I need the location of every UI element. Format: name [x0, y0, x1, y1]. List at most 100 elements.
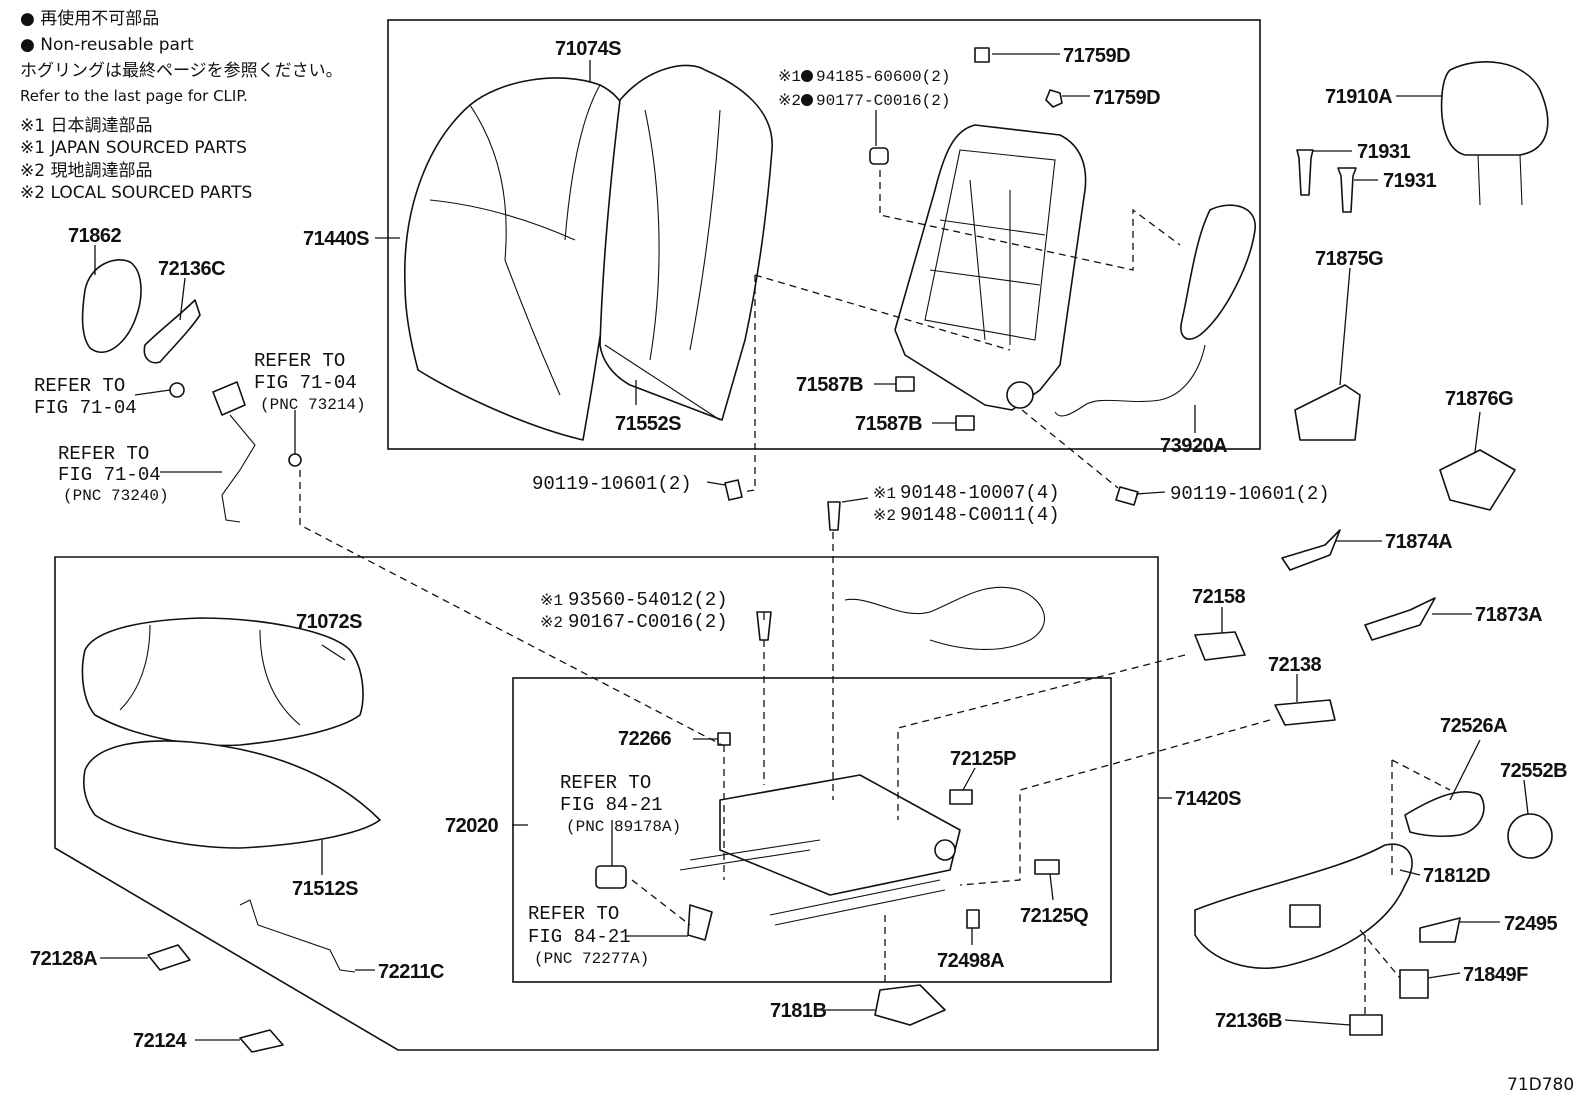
label-72526A: 72526A [1440, 715, 1507, 737]
refer-2-line-b: FIG 71-04 [254, 372, 357, 394]
cap-72552B [1507, 813, 1553, 859]
legend-line-5: ※1 日本調達部品 [20, 116, 152, 136]
label-93560-prefix: ※1 [540, 592, 563, 610]
label-71910A: 71910A [1325, 86, 1392, 108]
refer-3-line-c: (PNC 73240) [63, 487, 169, 505]
label-72128A: 72128A [30, 948, 97, 970]
seatback-pad-71552S [599, 64, 773, 421]
label-71587B-b: 71587B [855, 413, 922, 435]
part-72498A [966, 909, 980, 929]
part-72136B [1349, 1014, 1383, 1036]
seatbelt-buckle [169, 381, 302, 523]
label-72125P: 72125P [950, 748, 1016, 770]
legend-line-8: ※2 LOCAL SOURCED PARTS [20, 183, 252, 203]
refer-5-line-b: FIG 84-21 [528, 926, 631, 948]
refer-5-line-a: REFER TO [528, 903, 619, 925]
connector-89178A [595, 865, 627, 889]
label-72158: 72158 [1192, 586, 1245, 608]
label-71931-b: 71931 [1383, 170, 1436, 192]
bolt-90119-right [1115, 486, 1139, 506]
clip-71587B-lower [955, 415, 975, 431]
label-93560-54012: 93560-54012(2) [568, 589, 728, 611]
label-72020: 72020 [445, 815, 498, 837]
label-71874A: 71874A [1385, 531, 1452, 553]
part-71759D-upper [974, 47, 990, 63]
knob-72526A [1404, 791, 1485, 838]
seatback-assembly-box [387, 19, 1261, 450]
side-airbag-73920A [1054, 204, 1256, 417]
legend-line-2: ● Non-reusable part [20, 35, 194, 55]
part-72495 [1419, 917, 1461, 943]
nonreusable-dot-90177 [801, 94, 813, 106]
bolt-93560 [756, 611, 772, 641]
label-90148-10007: 90148-10007(4) [900, 482, 1060, 504]
refer-1-line-a: REFER TO [34, 375, 125, 397]
part-72138 [1274, 699, 1336, 726]
label-7181B: 7181B [770, 1000, 826, 1022]
part-71873A [1364, 597, 1436, 641]
label-90148c-prefix: ※2 [873, 507, 896, 525]
part-72158 [1194, 631, 1246, 661]
label-71072S: 71072S [296, 611, 362, 633]
label-71931-a: 71931 [1357, 141, 1410, 163]
leader-lines [94, 53, 1529, 1041]
label-71759D-b: 71759D [1093, 87, 1160, 109]
label-73920A: 73920A [1160, 435, 1227, 457]
label-71873A: 71873A [1475, 604, 1542, 626]
legend: ● 再使用不可部品 ● Non-reusable part ホグリングは最終ペー… [20, 8, 343, 203]
label-72552B: 72552B [1500, 760, 1567, 782]
legend-line-6: ※1 JAPAN SOURCED PARTS [20, 138, 247, 158]
label-72125Q: 72125Q [1020, 905, 1088, 927]
part-71874A [1281, 529, 1341, 571]
label-71759D-a: 71759D [1063, 45, 1130, 67]
label-71440S: 71440S [303, 228, 369, 250]
side-shield-opening [1289, 904, 1321, 928]
refer-4-line-c: (PNC 89178A) [566, 818, 681, 836]
wire-harness [844, 586, 1046, 651]
nonreusable-dot-94185 [801, 70, 813, 82]
part-72211C [239, 899, 356, 973]
label-72136B: 72136B [1215, 1010, 1282, 1032]
bolt-90148 [827, 501, 841, 531]
label-71876G: 71876G [1445, 388, 1513, 410]
part-71876G [1439, 449, 1516, 511]
label-94185-prefix: ※1 [778, 68, 801, 86]
part-labels: 71074S 71440S 71552S 71759D 71759D ※1 94… [30, 38, 1574, 1095]
label-71552S: 71552S [615, 413, 681, 435]
seat-adjuster-box [512, 677, 1112, 983]
headrest-guide-71931 [1296, 149, 1357, 213]
label-90119-left: 90119-10601(2) [532, 473, 692, 495]
label-90177-prefix: ※2 [778, 92, 801, 110]
part-72125Q [1034, 859, 1060, 875]
legend-line-3: ホグリングは最終ページを参照ください。 [20, 61, 343, 81]
part-71875G [1294, 384, 1361, 441]
refer-5-line-c: (PNC 72277A) [534, 950, 649, 968]
part-7181B [874, 984, 946, 1026]
label-71875G: 71875G [1315, 248, 1383, 270]
legend-line-4: Refer to the last page for CLIP. [20, 87, 248, 105]
cushion-assembly-box [54, 556, 1159, 1051]
part-71849F [1399, 969, 1429, 999]
part-72136C [143, 299, 201, 364]
label-90167-prefix: ※2 [540, 614, 563, 632]
part-72125P [949, 789, 973, 805]
label-72266: 72266 [618, 728, 671, 750]
refer-4-line-b: FIG 84-21 [560, 794, 663, 816]
label-72138: 72138 [1268, 654, 1321, 676]
refer-4-line-a: REFER TO [560, 772, 651, 794]
headrest-71910A [1440, 61, 1549, 206]
label-71849F: 71849F [1463, 964, 1528, 986]
cushion-cover-71072S [81, 617, 364, 747]
refer-2-line-a: REFER TO [254, 350, 345, 372]
seat-adjuster-72020 [679, 774, 961, 926]
label-72498A: 72498A [937, 950, 1004, 972]
dashed-lines [299, 170, 1451, 1015]
bolt-90119-left [724, 479, 743, 501]
label-90148-prefix: ※1 [873, 485, 896, 503]
label-94185-60600: 94185-60600(2) [816, 68, 950, 86]
label-72211C: 72211C [378, 961, 444, 983]
label-72495: 72495 [1504, 913, 1557, 935]
part-71862 [81, 259, 142, 353]
